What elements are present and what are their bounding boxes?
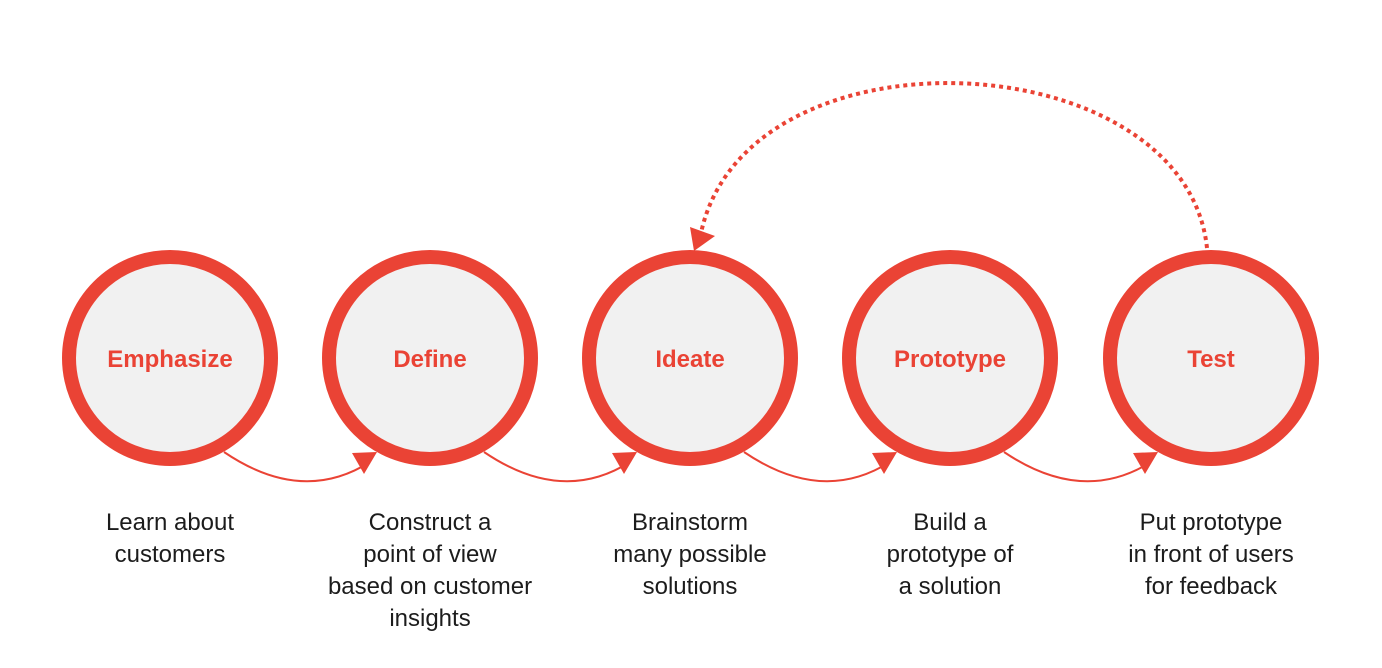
description-line: a solution	[898, 573, 1002, 600]
stage-test: Test	[1103, 250, 1319, 466]
description-line: many possible	[613, 541, 767, 568]
description-line: Learn about	[105, 509, 235, 536]
description-line: insights	[389, 605, 471, 632]
feedback-loop-arrow	[698, 81, 1209, 249]
description-line: in front of users	[1128, 541, 1294, 568]
feedback-loop-arrowhead	[690, 227, 715, 251]
stage-emphasize: Emphasize	[62, 250, 278, 466]
stage-ideate: Ideate	[582, 250, 798, 466]
stage-label: Ideate	[655, 346, 724, 373]
stage-circle	[842, 250, 1058, 466]
stage-label: Emphasize	[107, 346, 232, 373]
connector-arrowhead	[872, 452, 897, 474]
description-line: solutions	[642, 573, 738, 600]
description-line: for feedback	[1144, 573, 1278, 600]
description-line: Put prototype	[1139, 509, 1283, 536]
description-line: Build a	[913, 509, 987, 536]
stage-circle	[1103, 250, 1319, 466]
description-line: based on customer	[327, 573, 533, 600]
connector-arrow	[223, 451, 371, 483]
stage-prototype: Prototype	[842, 250, 1058, 466]
stage-circle	[62, 250, 278, 466]
stage-circle	[582, 250, 798, 466]
stage-description: Put prototype in front of users for feedba…	[1081, 507, 1341, 603]
description-line: prototype of	[886, 541, 1014, 568]
stage-label: Prototype	[894, 346, 1006, 373]
connector-arrow	[743, 451, 891, 483]
stage-description: Brainstorm many possible solutions	[560, 507, 820, 603]
stage-description: Learn about customers	[40, 507, 300, 571]
description-line: Construct a	[368, 509, 492, 536]
description-line: point of view	[363, 541, 497, 568]
stage-label: Test	[1187, 346, 1235, 373]
stage-description: Build a prototype of a solution	[820, 507, 1080, 603]
connector-arrow	[483, 451, 631, 483]
stage-circle	[322, 250, 538, 466]
stage-define: Define	[322, 250, 538, 466]
description-line: Brainstorm	[631, 509, 749, 536]
description-line: customers	[114, 541, 226, 568]
connector-arrowhead	[612, 452, 637, 474]
stage-description: Construct a point of view based on custome…	[300, 507, 560, 635]
stage-label: Define	[393, 346, 466, 373]
connector-arrowhead	[1133, 452, 1158, 474]
connector-arrow	[1003, 451, 1152, 483]
connector-arrowhead	[352, 452, 377, 474]
